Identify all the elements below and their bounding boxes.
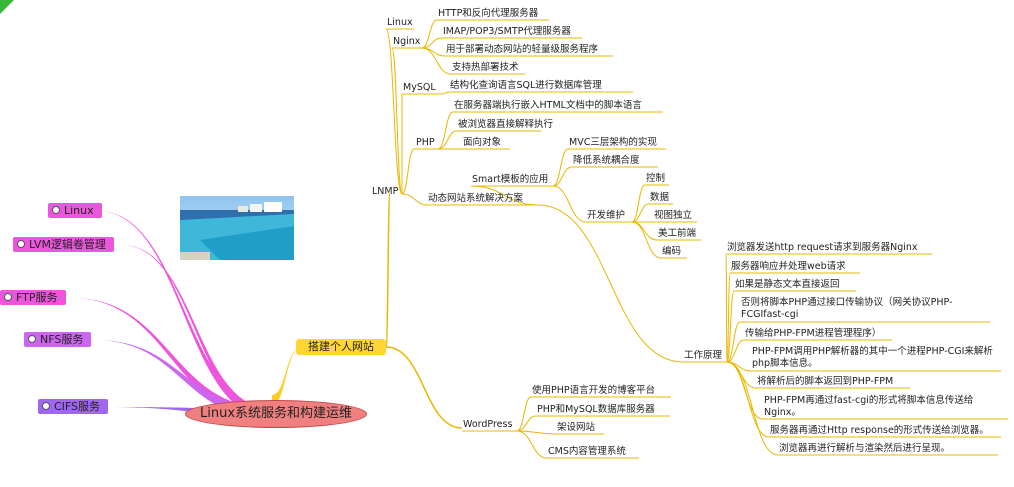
php-item[interactable]: 在服务器端执行嵌入HTML文档中的脚本语言 [454, 100, 642, 111]
dev-item[interactable]: 控制 [646, 173, 666, 184]
collapse-dot-icon[interactable] [17, 240, 25, 248]
work-step[interactable]: 浏览器再进行解析与渲染然后进行呈现。 [779, 443, 951, 454]
wire-mysql-1 [441, 91, 450, 95]
wire-center-linux [98, 211, 270, 418]
node-linux[interactable]: Linux [387, 17, 413, 28]
work-step[interactable]: 将解析后的脚本返回到PHP-FPM [757, 376, 894, 387]
work-step[interactable]: 传输给PHP-FPM进程管理程序） [745, 328, 882, 339]
wordpress-item[interactable]: CMS内容管理系统 [548, 446, 626, 457]
branch-cifs[interactable]: CIFS服务 [38, 399, 109, 414]
work-step[interactable]: 服务器再通过Http response的形式传送给浏览器。 [770, 425, 989, 436]
node-php[interactable]: PHP [416, 137, 435, 148]
smarty-item[interactable]: 降低系统耦合度 [573, 155, 640, 166]
wire-center-ftp [72, 298, 270, 418]
wire-nginx-3 [421, 47, 446, 57]
node-mysql[interactable]: MySQL [403, 82, 436, 93]
dev-item[interactable]: 美工前端 [658, 228, 697, 239]
wire-nginx-4 [421, 47, 452, 75]
infinity-pool-photo [180, 196, 294, 260]
wire-nginx-1 [421, 19, 438, 49]
collapse-dot-icon[interactable] [42, 402, 50, 410]
node-dev-maintain[interactable]: 开发维护 [587, 210, 626, 221]
node-dynamic-solution[interactable]: 动态网站系统解决方案 [428, 193, 524, 204]
wire-dev-4 [631, 221, 658, 241]
wire-website-lnmp [385, 193, 391, 348]
node-lnmp[interactable]: LNMP [372, 186, 399, 197]
collapse-dot-icon[interactable] [52, 206, 60, 214]
wire-work-step-10 [726, 361, 779, 456]
dev-item[interactable]: 视图独立 [654, 210, 693, 221]
node-smarty[interactable]: Smart模板的应用 [472, 174, 549, 185]
wire-php-1 [437, 111, 454, 150]
wire-center-website [272, 348, 300, 405]
work-step[interactable]: PHP-FPM调用PHP解析器的其中一个进程PHP-CGI来解析php脚本信息。 [752, 346, 993, 369]
wire-lnmp-dynamic [401, 193, 429, 206]
wire-work-step-3 [726, 290, 735, 363]
corner-badge-icon [0, 0, 14, 14]
wire-work-step-1 [725, 253, 728, 363]
mysql-item[interactable]: 结构化查询语言SQL进行数据库管理 [450, 80, 602, 91]
branch-ftp[interactable]: FTP服务 [0, 290, 66, 305]
wire-wp-1 [516, 396, 532, 432]
branch-linux[interactable]: Linux [48, 203, 102, 218]
wire-lnmp-php [401, 148, 415, 195]
work-step[interactable]: PHP-FPM再通过fast-cgi的形式将脚本信息传送给Nginx。 [764, 395, 974, 418]
wire-dynamic-work [537, 204, 684, 363]
collapse-dot-icon[interactable] [4, 293, 12, 301]
work-step[interactable]: 浏览器发送http request请求到服务器Nginx [727, 242, 918, 253]
wire-wp-3 [516, 430, 557, 435]
wire-website-wordpress [385, 346, 463, 429]
nginx-item[interactable]: HTTP和反向代理服务器 [438, 8, 539, 19]
central-topic[interactable]: Linux系统服务和构建运维 [185, 400, 367, 428]
wire-dev-5 [631, 221, 662, 259]
dev-item[interactable]: 编码 [662, 246, 682, 257]
wire-smarty-dev [552, 185, 587, 223]
wire-lnmp-linux [385, 28, 403, 195]
work-step[interactable]: 否则将脚本PHP通过接口传输协议（网关协议PHP-FCGIfast-cgi [741, 297, 953, 320]
node-work-principle[interactable]: 工作原理 [684, 350, 723, 361]
work-step[interactable]: 如果是静态文本直接返回 [735, 279, 840, 290]
wordpress-item[interactable]: 使用PHP语言开发的博客平台 [532, 385, 656, 396]
wire-work-step-2 [726, 272, 731, 363]
wire-lnmp-nginx [391, 47, 403, 195]
nginx-item[interactable]: 用于部署动态网站的轻量级服务程序 [446, 44, 599, 55]
wire-center-lvm [122, 245, 270, 418]
wire-work-step-9 [726, 361, 770, 438]
wordpress-item[interactable]: 架设网站 [557, 422, 596, 433]
branch-nfs[interactable]: NFS服务 [24, 332, 92, 347]
node-wordpress[interactable]: WordPress [463, 419, 513, 430]
nginx-item[interactable]: 支持热部署技术 [452, 62, 519, 73]
wire-dynamic-smarty [470, 185, 539, 206]
dev-item[interactable]: 数据 [650, 192, 670, 203]
nginx-item[interactable]: IMAP/POP3/SMTP代理服务器 [443, 26, 571, 37]
wire-wp-4 [516, 430, 548, 459]
wire-smarty-2 [552, 166, 573, 187]
wire-dev-2 [631, 203, 650, 223]
wire-smarty-1 [552, 148, 569, 187]
wire-dev-1 [631, 184, 646, 223]
wire-work-step-5 [726, 339, 745, 363]
wire-work-step-4 [726, 321, 741, 363]
wire-center-nfs [95, 340, 270, 418]
wire-php-2 [437, 130, 458, 150]
wordpress-item[interactable]: PHP和MySQL数据库服务器 [537, 404, 655, 415]
branch-personal-website[interactable]: 搭建个人网站 [296, 339, 386, 355]
php-item[interactable]: 面向对象 [463, 137, 502, 148]
node-nginx[interactable]: Nginx [393, 36, 421, 47]
collapse-dot-icon[interactable] [28, 335, 36, 343]
php-item[interactable]: 被浏览器直接解释执行 [458, 119, 554, 130]
smarty-item[interactable]: MVC三层架构的实现 [569, 137, 657, 148]
branch-lvm[interactable]: LVM逻辑卷管理 [13, 237, 114, 252]
work-step[interactable]: 服务器响应并处理web请求 [731, 261, 846, 272]
